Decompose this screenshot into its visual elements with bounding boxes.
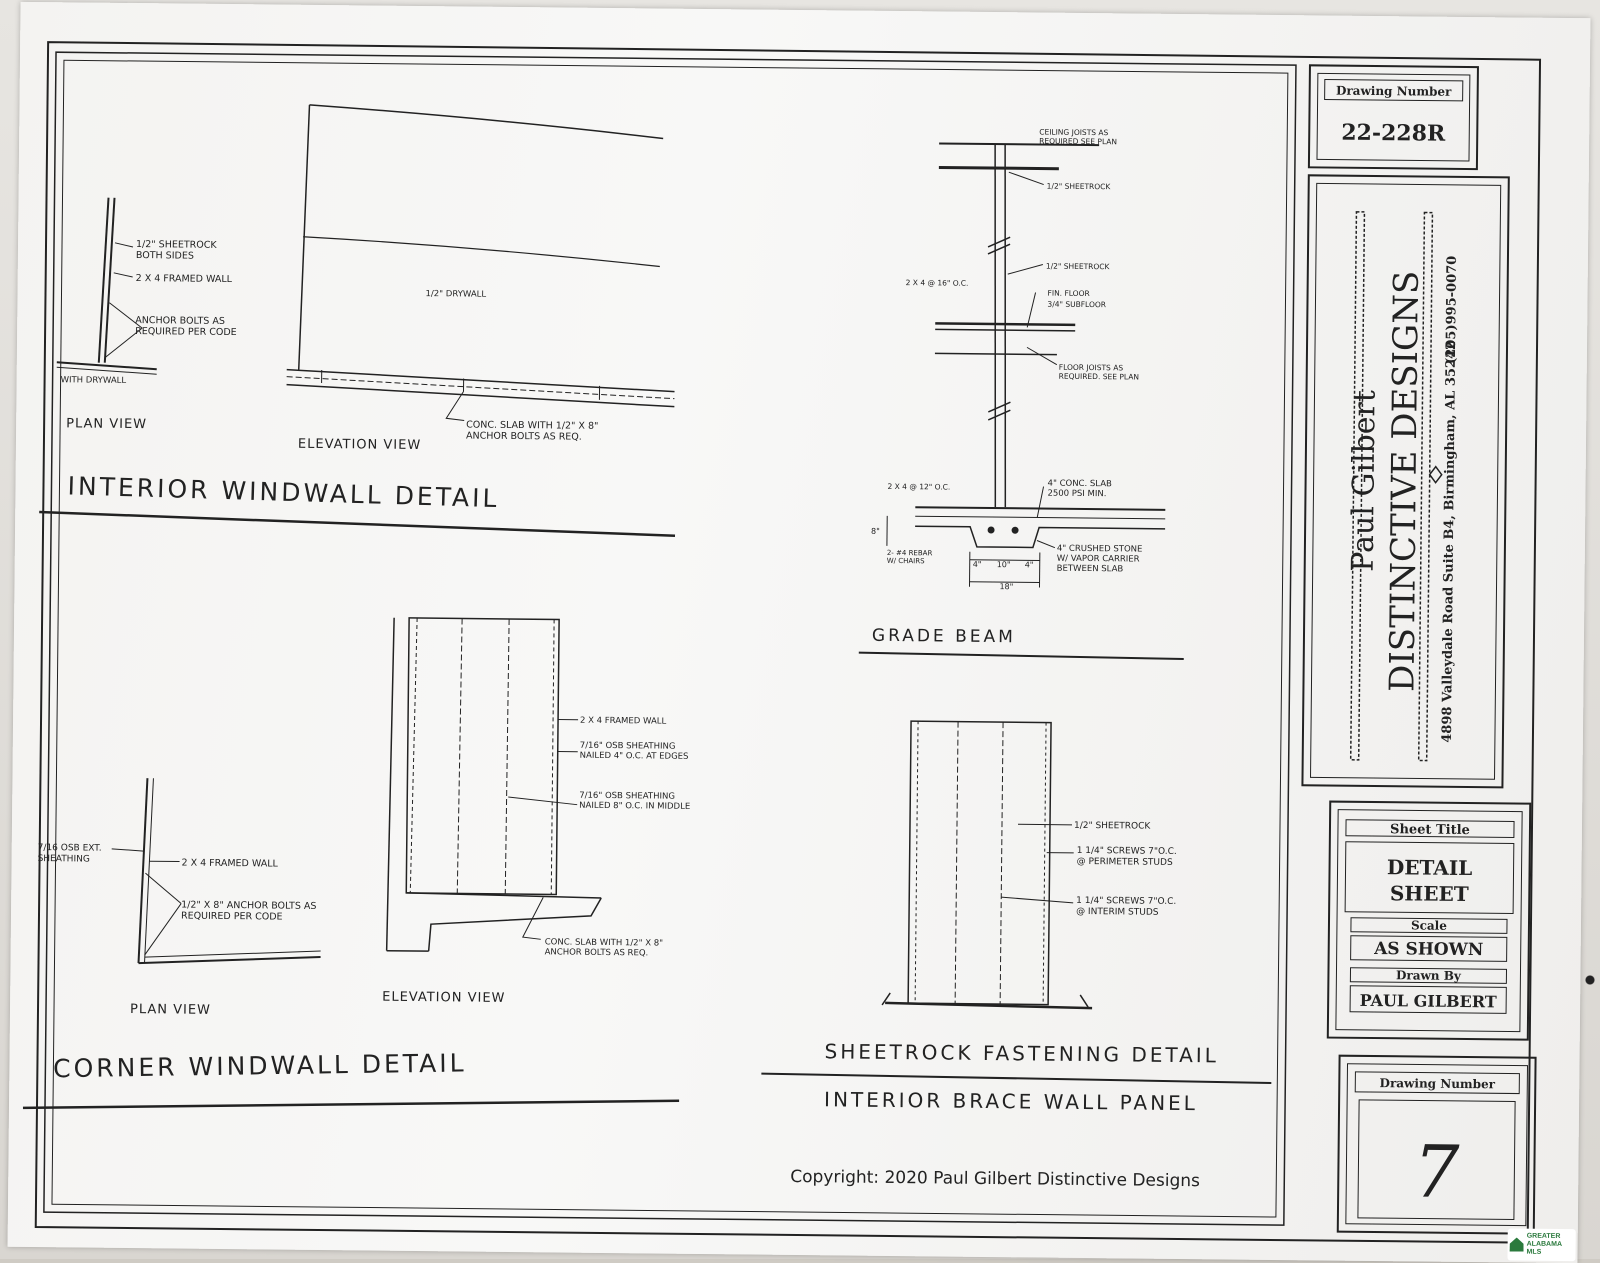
note-rebar-2: W/ CHAIRS bbox=[887, 557, 925, 565]
note-osb-middle-2: NAILED 8" O.C. IN MIDDLE bbox=[579, 801, 690, 812]
note-drywall: 1/2" DRYWALL bbox=[425, 289, 486, 300]
drawing-number-bottom: 7 bbox=[1413, 1129, 1460, 1213]
title-block-text: Drawing Number 22-228R Paul Gilbert DIST… bbox=[1324, 84, 1506, 1215]
note-sheetrock-1: 1/2" SHEETROCK bbox=[136, 239, 217, 251]
note-sheetrock-b: 1/2" SHEETROCK bbox=[1046, 262, 1111, 272]
blueprint-sheet: Drawing Number 22-228R Paul Gilbert DIST… bbox=[8, 2, 1591, 1263]
mls-watermark: GREATER ALABAMA MLS bbox=[1507, 1228, 1575, 1261]
note-slab-2: ANCHOR BOLTS AS REQ. bbox=[466, 431, 582, 443]
grade-beam-text: CEILING JOISTS AS REQUIRED SEE PLAN 1/2"… bbox=[870, 126, 1146, 593]
grade-beam-title-rule bbox=[859, 653, 1184, 659]
note-perim-2: @ PERIMETER STUDS bbox=[1077, 857, 1173, 868]
corner-windwall-title-rule bbox=[23, 1094, 679, 1115]
note-perim-1: 1 1/4" SCREWS 7"O.C. bbox=[1077, 846, 1177, 857]
note-sheetrock-a: 1/2" SHEETROCK bbox=[1047, 182, 1112, 192]
corner-windwall-title: CORNER WINDWALL DETAIL bbox=[53, 1048, 467, 1083]
interior-plan-view-label: PLAN VIEW bbox=[66, 416, 147, 432]
note-anchor-1: ANCHOR BOLTS AS bbox=[135, 315, 225, 327]
interior-elevation-view-label: ELEVATION VIEW bbox=[298, 437, 421, 453]
dim-4a: 4" bbox=[973, 560, 982, 569]
sheet-title-line2: SHEET bbox=[1390, 881, 1469, 906]
corner-plan-view-label: PLAN VIEW bbox=[130, 1002, 211, 1018]
note-conc-slab-2: 2500 PSI MIN. bbox=[1047, 489, 1106, 500]
note-interim-2: @ INTERIM STUDS bbox=[1076, 907, 1159, 918]
company-person: Paul Gilbert bbox=[1346, 390, 1383, 572]
sheetrock-fastening-drawing bbox=[882, 721, 1095, 1008]
note-osb-edges-2: NAILED 4" O.C. AT EDGES bbox=[580, 751, 689, 762]
dim-10: 10" bbox=[997, 560, 1011, 569]
sheet-title-label: Sheet Title bbox=[1390, 822, 1470, 838]
dim-18: 18" bbox=[999, 582, 1013, 591]
corner-windwall-plan-text: 7/16 OSB EXT. SHEATHING 2 X 4 FRAMED WAL… bbox=[36, 843, 317, 1019]
corner-windwall-elevation bbox=[387, 618, 604, 953]
drawing-number-label-bottom: Drawing Number bbox=[1380, 1076, 1496, 1091]
interior-windwall-title-rule bbox=[39, 512, 675, 536]
interior-windwall-elevation bbox=[286, 105, 677, 423]
note-osb-ext-2: SHEATHING bbox=[38, 854, 90, 865]
copyright: Copyright: 2020 Paul Gilbert Distinctive… bbox=[790, 1167, 1200, 1191]
note-anchor-2: REQUIRED PER CODE bbox=[135, 326, 237, 338]
house-logo-icon bbox=[1510, 1237, 1524, 1251]
note-interim-1: 1 1/4" SCREWS 7"O.C. bbox=[1076, 896, 1176, 907]
note-stone-3: BETWEEN SLAB bbox=[1057, 564, 1124, 575]
dim-4b: 4" bbox=[1025, 560, 1034, 569]
interior-windwall-plan bbox=[57, 197, 159, 374]
note-framed-wall: 2 X 4 FRAMED WALL bbox=[136, 273, 233, 285]
sheet-title-line1: DETAIL bbox=[1387, 855, 1473, 880]
drawing-number-label-top: Drawing Number bbox=[1336, 84, 1452, 99]
interior-windwall-title: INTERIOR WINDWALL DETAIL bbox=[67, 471, 500, 513]
note-with-drywall: WITH DRYWALL bbox=[61, 375, 127, 386]
note-fin-floor: FIN. FLOOR bbox=[1048, 289, 1090, 298]
grade-beam-title: GRADE BEAM bbox=[872, 626, 1016, 648]
note-stud-16: 2 X 4 @ 16" O.C. bbox=[906, 278, 969, 288]
note-corner-anchor-2: REQUIRED PER CODE bbox=[181, 911, 283, 923]
note-dim-8: 8" bbox=[871, 527, 880, 536]
note-floor-joists-2: REQUIRED. SEE PLAN bbox=[1059, 372, 1139, 382]
note-fastening-sheetrock: 1/2" SHEETROCK bbox=[1074, 821, 1152, 832]
note-stud-12: 2 X 4 @ 12" O.C. bbox=[887, 482, 950, 492]
note-conc-slab-1: 4" CONC. SLAB bbox=[1048, 479, 1113, 490]
company-phone: (205)995-0070 bbox=[1444, 256, 1460, 364]
watermark-line3: MLS bbox=[1527, 1249, 1562, 1257]
sheetrock-fastening-subtitle: INTERIOR BRACE WALL PANEL bbox=[824, 1087, 1198, 1115]
corner-elevation-view-label: ELEVATION VIEW bbox=[382, 990, 505, 1006]
note-corner-slab-2: ANCHOR BOLTS AS REQ. bbox=[545, 947, 649, 958]
note-ceiling-2: REQUIRED SEE PLAN bbox=[1039, 136, 1117, 146]
corner-windwall-elevation-text: 2 X 4 FRAMED WALL 7/16" OSB SHEATHING NA… bbox=[382, 714, 691, 1008]
drawn-by-value: PAUL GILBERT bbox=[1360, 991, 1497, 1011]
scale-value: AS SHOWN bbox=[1373, 939, 1483, 960]
grade-beam-drawing bbox=[886, 143, 1169, 589]
note-sheetrock-2: BOTH SIDES bbox=[136, 250, 194, 262]
detail-drawing: Drawing Number 22-228R Paul Gilbert DIST… bbox=[8, 2, 1591, 1263]
company-name: DISTINCTIVE DESIGNS bbox=[1382, 271, 1426, 693]
note-framed-wall-plan: 2 X 4 FRAMED WALL bbox=[181, 858, 278, 870]
corner-windwall-plan bbox=[111, 778, 323, 965]
note-osb-ext-1: 7/16 OSB EXT. bbox=[38, 843, 102, 854]
scale-label: Scale bbox=[1411, 918, 1447, 932]
sheetrock-fastening-text: 1/2" SHEETROCK 1 1/4" SCREWS 7"O.C. @ PE… bbox=[1073, 821, 1177, 918]
sheetrock-fastening-title: SHEETROCK FASTENING DETAIL bbox=[824, 1039, 1219, 1067]
company-address: 4898 Valleydale Road Suite B4, Birmingha… bbox=[1440, 341, 1459, 743]
drawn-by-label: Drawn By bbox=[1396, 968, 1462, 983]
drawing-number-top: 22-228R bbox=[1341, 120, 1446, 147]
note-subfloor: 3/4" SUBFLOOR bbox=[1047, 300, 1106, 310]
interior-windwall-elevation-text: 1/2" DRYWALL CONC. SLAB WITH 1/2" X 8" A… bbox=[298, 288, 600, 455]
interior-windwall-plan-text: 1/2" SHEETROCK BOTH SIDES 2 X 4 FRAMED W… bbox=[60, 238, 238, 433]
note-framed-wall-elev: 2 X 4 FRAMED WALL bbox=[580, 716, 667, 727]
sheetrock-fastening-rule bbox=[761, 1074, 1271, 1083]
